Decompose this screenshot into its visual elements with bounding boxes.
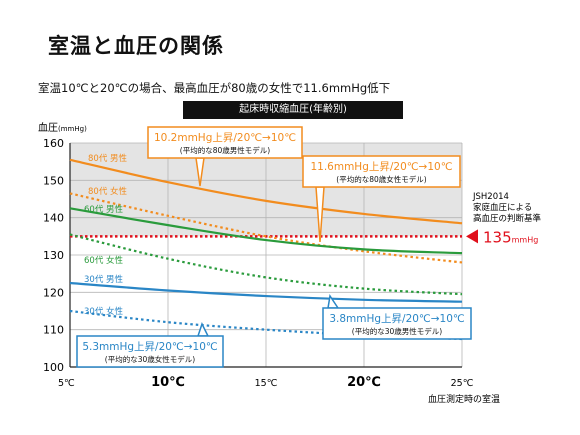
annotation-headline: 10.2mmHg上昇/20℃→10℃ [154,132,296,144]
chart-label: 起床時収縮血圧(年齢別) [183,101,403,119]
series-line-0 [69,158,463,225]
page-title: 室温と血圧の関係 [48,34,224,58]
threshold-unit: mmHg [512,235,539,244]
x-axis-label: 血圧測定時の室温 [428,393,500,405]
x-tick-label: 10℃ [151,375,185,390]
annotation-headline: 11.6mmHg上昇/20℃→10℃ [310,161,452,173]
x-tick-label: 15℃ [255,378,278,389]
series-label: 80代 女性 [88,186,128,197]
threshold-note: 家庭血圧による [473,202,532,213]
y-tick-label: 150 [43,174,64,187]
y-tick-label: 120 [43,286,64,299]
series-label: 30代 女性 [84,306,124,317]
series-label: 60代 男性 [84,204,124,215]
series-label: 30代 男性 [84,274,124,285]
annotation-headline: 3.8mmHg上昇/20℃→10℃ [329,313,464,325]
series-label: 60代 女性 [84,255,124,266]
annotation-caption: (平均的な80歳男性モデル) [180,145,270,155]
x-tick-label: 5℃ [58,378,75,389]
series-line-2 [69,207,463,255]
threshold-note: JSH2014 [472,192,509,202]
annotation-box-fill [149,128,301,157]
y-axis-unit: (mmHg) [58,125,87,133]
y-axis-label: 血圧(mmHg) [38,121,87,134]
annotation-box-fill [324,309,470,338]
series-line-3 [69,233,463,296]
annotation-headline: 5.3mmHg上昇/20℃→10℃ [82,341,217,353]
annotation-box-fill [304,157,459,186]
y-tick-label: 140 [43,212,64,225]
series-label: 80代 男性 [88,153,128,164]
annotation-caption: (平均的な30歳女性モデル) [105,354,195,364]
y-tick-label: 130 [43,249,64,262]
threshold-note: 高血圧の判断基準 [473,213,542,224]
y-tick-label: 100 [43,361,64,374]
x-tick-label: 25℃ [451,378,474,389]
annotation-box-fill [78,337,222,366]
threshold-value: 135mmHg [483,228,538,246]
y-tick-label: 110 [43,324,64,337]
series-line-4 [69,281,463,303]
annotation-caption: (平均的な80歳女性モデル) [336,174,426,184]
annotation-caption: (平均的な30歳男性モデル) [352,326,442,336]
page-subtitle: 室温10℃と20℃の場合、最高血圧が80歳の女性で11.6mmHg低下 [38,81,391,95]
x-tick-label: 20℃ [347,375,381,390]
y-tick-label: 160 [43,137,64,150]
threshold-arrow-icon [466,229,478,244]
